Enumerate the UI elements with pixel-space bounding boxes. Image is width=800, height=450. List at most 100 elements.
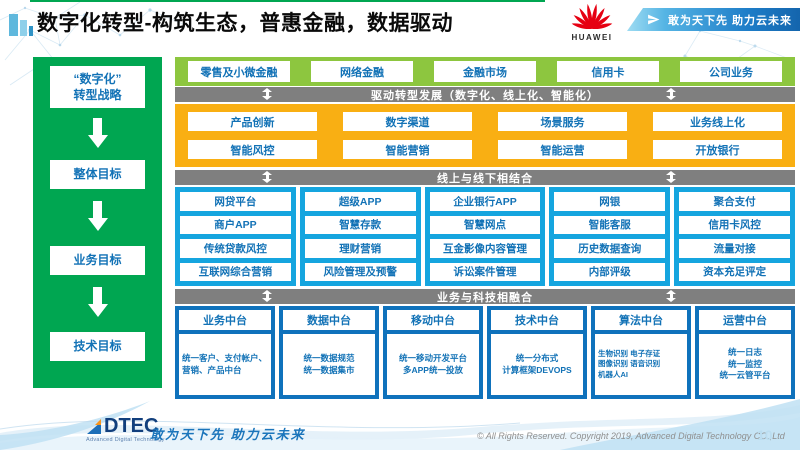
platform-content-line: 机器人AI (598, 369, 628, 379)
platform-column-mobile: 移动中台 统一移动开发平台 多APP统一投放 (383, 306, 483, 399)
banner-tech-fusion: 业务与科技相融合 (175, 289, 795, 304)
banner-online-offline: 线上与线下相结合 (175, 170, 795, 185)
banner-drive-text: 驱动转型发展（数字化、线上化、智能化） (371, 89, 599, 102)
capability-box: 智能营销 (343, 140, 472, 159)
business-lines-strip: 零售及小微金融 网络金融 金融市场 信用卡 公司业务 (175, 57, 795, 86)
down-arrow-icon (33, 287, 162, 317)
flow-box-strategy: “数字化” 转型战略 (50, 66, 145, 108)
platform-content-line: 图像识别 语音识别 (598, 359, 661, 369)
business-line-box: 零售及小微金融 (188, 61, 290, 82)
platform-column-tech: 技术中台 统一分布式 计算框架DEVOPS (487, 306, 587, 399)
platform-header: 数据中台 (283, 310, 375, 330)
application-column: 企业银行APP 智慧网点 互金影像内容管理 诉讼案件管理 (424, 187, 546, 286)
business-line-box: 公司业务 (680, 61, 782, 82)
platform-content: 统一数据规范 统一数据集市 (283, 334, 375, 395)
updown-arrow-icon (261, 171, 273, 184)
huawei-wordmark: HUAWEI (571, 33, 613, 42)
application-box: 内部评级 (554, 262, 666, 281)
application-box: 传统贷款风控 (180, 239, 291, 258)
platform-content-line: 统一数据集市 (303, 364, 355, 375)
banner-drive-transformation: 驱动转型发展（数字化、线上化、智能化） (175, 87, 795, 102)
flow-box-strategy-line1: “数字化” (73, 71, 122, 86)
capabilities-strip: 产品创新 数字渠道 场景服务 业务线上化 智能风控 智能营销 智能运营 开放银行 (175, 104, 795, 167)
application-column: 超级APP 智慧存款 理财营销 风险管理及预警 (299, 187, 421, 286)
updown-arrow-icon (261, 88, 273, 101)
top-accent-line (30, 0, 545, 2)
application-box: 风险管理及预警 (304, 262, 416, 281)
adtec-subtitle: Advanced Digital Technology (86, 437, 165, 443)
business-line-box: 网络金融 (311, 61, 413, 82)
platform-column-operation: 运营中台 统一日志 统一监控 统一云管平台 (695, 306, 795, 399)
platform-header: 算法中台 (595, 310, 687, 330)
platform-content-line: 计算框架DEVOPS (502, 364, 572, 375)
platform-header: 技术中台 (491, 310, 583, 330)
application-box: 流量对接 (679, 239, 790, 258)
application-box: 网贷平台 (180, 192, 291, 211)
platform-content-line: 统一云管平台 (719, 370, 771, 381)
business-line-box: 金融市场 (434, 61, 536, 82)
updown-arrow-icon (665, 171, 677, 184)
platform-column-data: 数据中台 统一数据规范 统一数据集市 (279, 306, 379, 399)
application-column: 网银 智能客服 历史数据查询 内部评级 (549, 187, 671, 286)
application-column: 聚合支付 信用卡风控 流量对接 资本充足评定 (674, 187, 795, 286)
platform-content-line: 统一数据规范 (303, 353, 355, 364)
capability-box: 场景服务 (498, 112, 627, 131)
platform-column-business: 业务中台 统一客户、支付帐户、营销、产品中台 (175, 306, 275, 399)
paper-plane-icon (648, 14, 660, 25)
page-number: 10 (757, 427, 773, 443)
platform-header: 业务中台 (179, 310, 271, 330)
application-box: 智能客服 (554, 215, 666, 234)
huawei-flower-icon (571, 3, 613, 30)
platform-content-line: 生物识别 电子存证 (598, 349, 661, 359)
application-box: 企业银行APP (429, 192, 541, 211)
updown-arrow-icon (261, 290, 273, 303)
business-line-box: 信用卡 (557, 61, 659, 82)
updown-arrow-icon (665, 290, 677, 303)
capability-box: 产品创新 (188, 112, 317, 131)
flow-box-business-goal: 业务目标 (50, 246, 145, 275)
platform-content-line: 统一分布式 (515, 353, 559, 364)
application-box: 信用卡风控 (679, 215, 790, 234)
huawei-logo: HUAWEI (566, 3, 618, 42)
flow-box-tech-goal: 技术目标 (50, 332, 145, 361)
application-box: 诉讼案件管理 (429, 262, 541, 281)
application-box: 智慧存款 (304, 215, 416, 234)
platform-header: 运营中台 (699, 310, 791, 330)
adtec-arrow-icon (87, 419, 101, 434)
platform-column-algorithm: 算法中台 生物识别 电子存证 图像识别 语音识别 机器人AI (591, 306, 691, 399)
application-box: 超级APP (304, 192, 416, 211)
title-bullet-icon (9, 14, 33, 36)
capability-box: 智能风控 (188, 140, 317, 159)
strategy-flow-panel: “数字化” 转型战略 整体目标 业务目标 技术目标 (33, 57, 162, 388)
adtec-logo: DTEC Advanced Digital Technology (86, 416, 165, 443)
platform-content: 统一分布式 计算框架DEVOPS (491, 334, 583, 395)
application-column: 网贷平台 商户APP 传统贷款风控 互联网综合营销 (175, 187, 296, 286)
application-box: 理财营销 (304, 239, 416, 258)
platform-content-line: 统一移动开发平台 (398, 353, 467, 364)
platform-content: 统一日志 统一监控 统一云管平台 (699, 334, 791, 395)
banner-tech-fusion-text: 业务与科技相融合 (437, 291, 533, 304)
platform-content: 统一客户、支付帐户、营销、产品中台 (179, 334, 271, 395)
capability-box: 智能运营 (498, 140, 627, 159)
application-box: 互联网综合营销 (180, 262, 291, 281)
platform-header: 移动中台 (387, 310, 479, 330)
capability-box: 业务线上化 (653, 112, 782, 131)
down-arrow-icon (33, 118, 162, 148)
application-box: 互金影像内容管理 (429, 239, 541, 258)
slogan-ribbon: 敢为天下先 助力云未来 (627, 8, 800, 31)
platform-content-line: 多APP统一投放 (403, 364, 463, 375)
footer-slogan: 敢为天下先 助力云未来 (150, 427, 306, 442)
application-box: 资本充足评定 (679, 262, 790, 281)
copyright-text: © All Rights Reserved. Copyright 2019, A… (477, 431, 785, 441)
platform-content: 生物识别 电子存证 图像识别 语音识别 机器人AI (595, 334, 687, 395)
application-box: 历史数据查询 (554, 239, 666, 258)
down-arrow-icon (33, 201, 162, 231)
platform-content: 统一移动开发平台 多APP统一投放 (387, 334, 479, 395)
applications-area: 网贷平台 商户APP 传统贷款风控 互联网综合营销 超级APP 智慧存款 理财营… (175, 187, 795, 286)
platforms-area: 业务中台 统一客户、支付帐户、营销、产品中台 数据中台 统一数据规范 统一数据集… (175, 306, 795, 399)
banner-online-offline-text: 线上与线下相结合 (437, 172, 533, 185)
platform-content-line: 统一监控 (727, 358, 762, 369)
application-box: 商户APP (180, 215, 291, 234)
page-title: 数字化转型-构筑生态，普惠金融，数据驱动 (37, 12, 453, 35)
capability-box: 数字渠道 (343, 112, 472, 131)
